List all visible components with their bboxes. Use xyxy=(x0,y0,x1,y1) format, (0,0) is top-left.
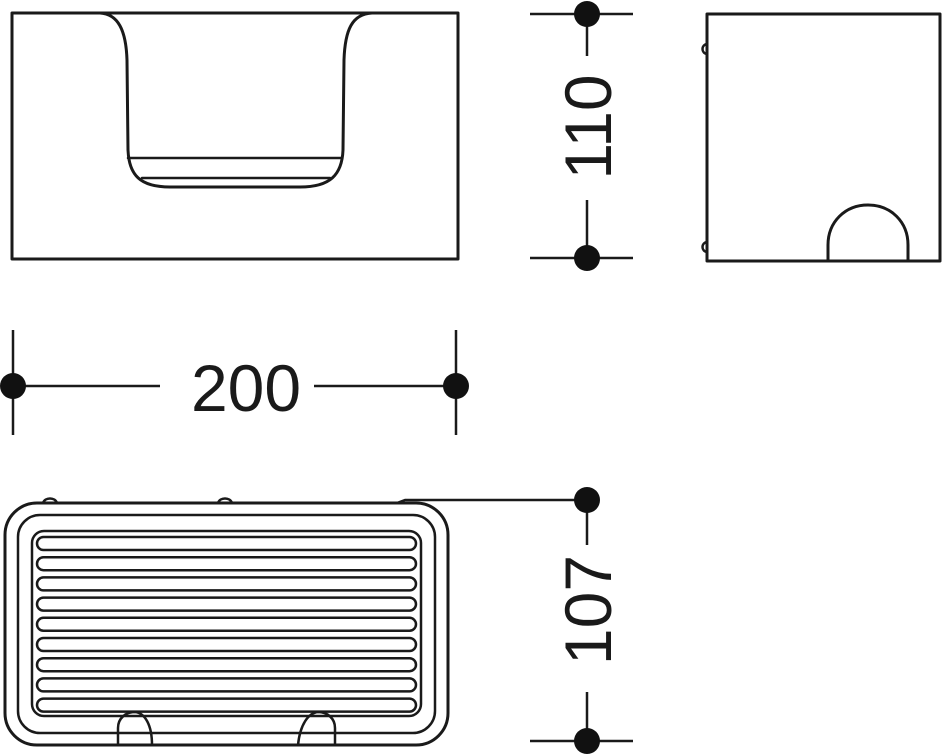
depth-dimension: 107 xyxy=(530,487,633,754)
width-dimension: 200 xyxy=(0,330,469,435)
drain-slot xyxy=(35,555,418,572)
top-view xyxy=(3,497,589,747)
drain-slot xyxy=(35,677,418,693)
side-view xyxy=(701,12,942,263)
width-dimension-label: 200 xyxy=(191,351,301,425)
drain-slot xyxy=(35,697,418,713)
drain-slot xyxy=(35,656,418,673)
drain-slot xyxy=(35,616,418,633)
drain-slot xyxy=(35,576,418,592)
drain-slot xyxy=(35,636,418,653)
drain-slot xyxy=(35,535,418,552)
front-view xyxy=(10,11,460,261)
drain-slots xyxy=(35,535,418,713)
height-dimension-label: 110 xyxy=(551,74,625,179)
height-dimension: 110 xyxy=(530,1,633,271)
drain-slot xyxy=(35,596,418,612)
depth-dimension-label: 107 xyxy=(551,555,625,665)
